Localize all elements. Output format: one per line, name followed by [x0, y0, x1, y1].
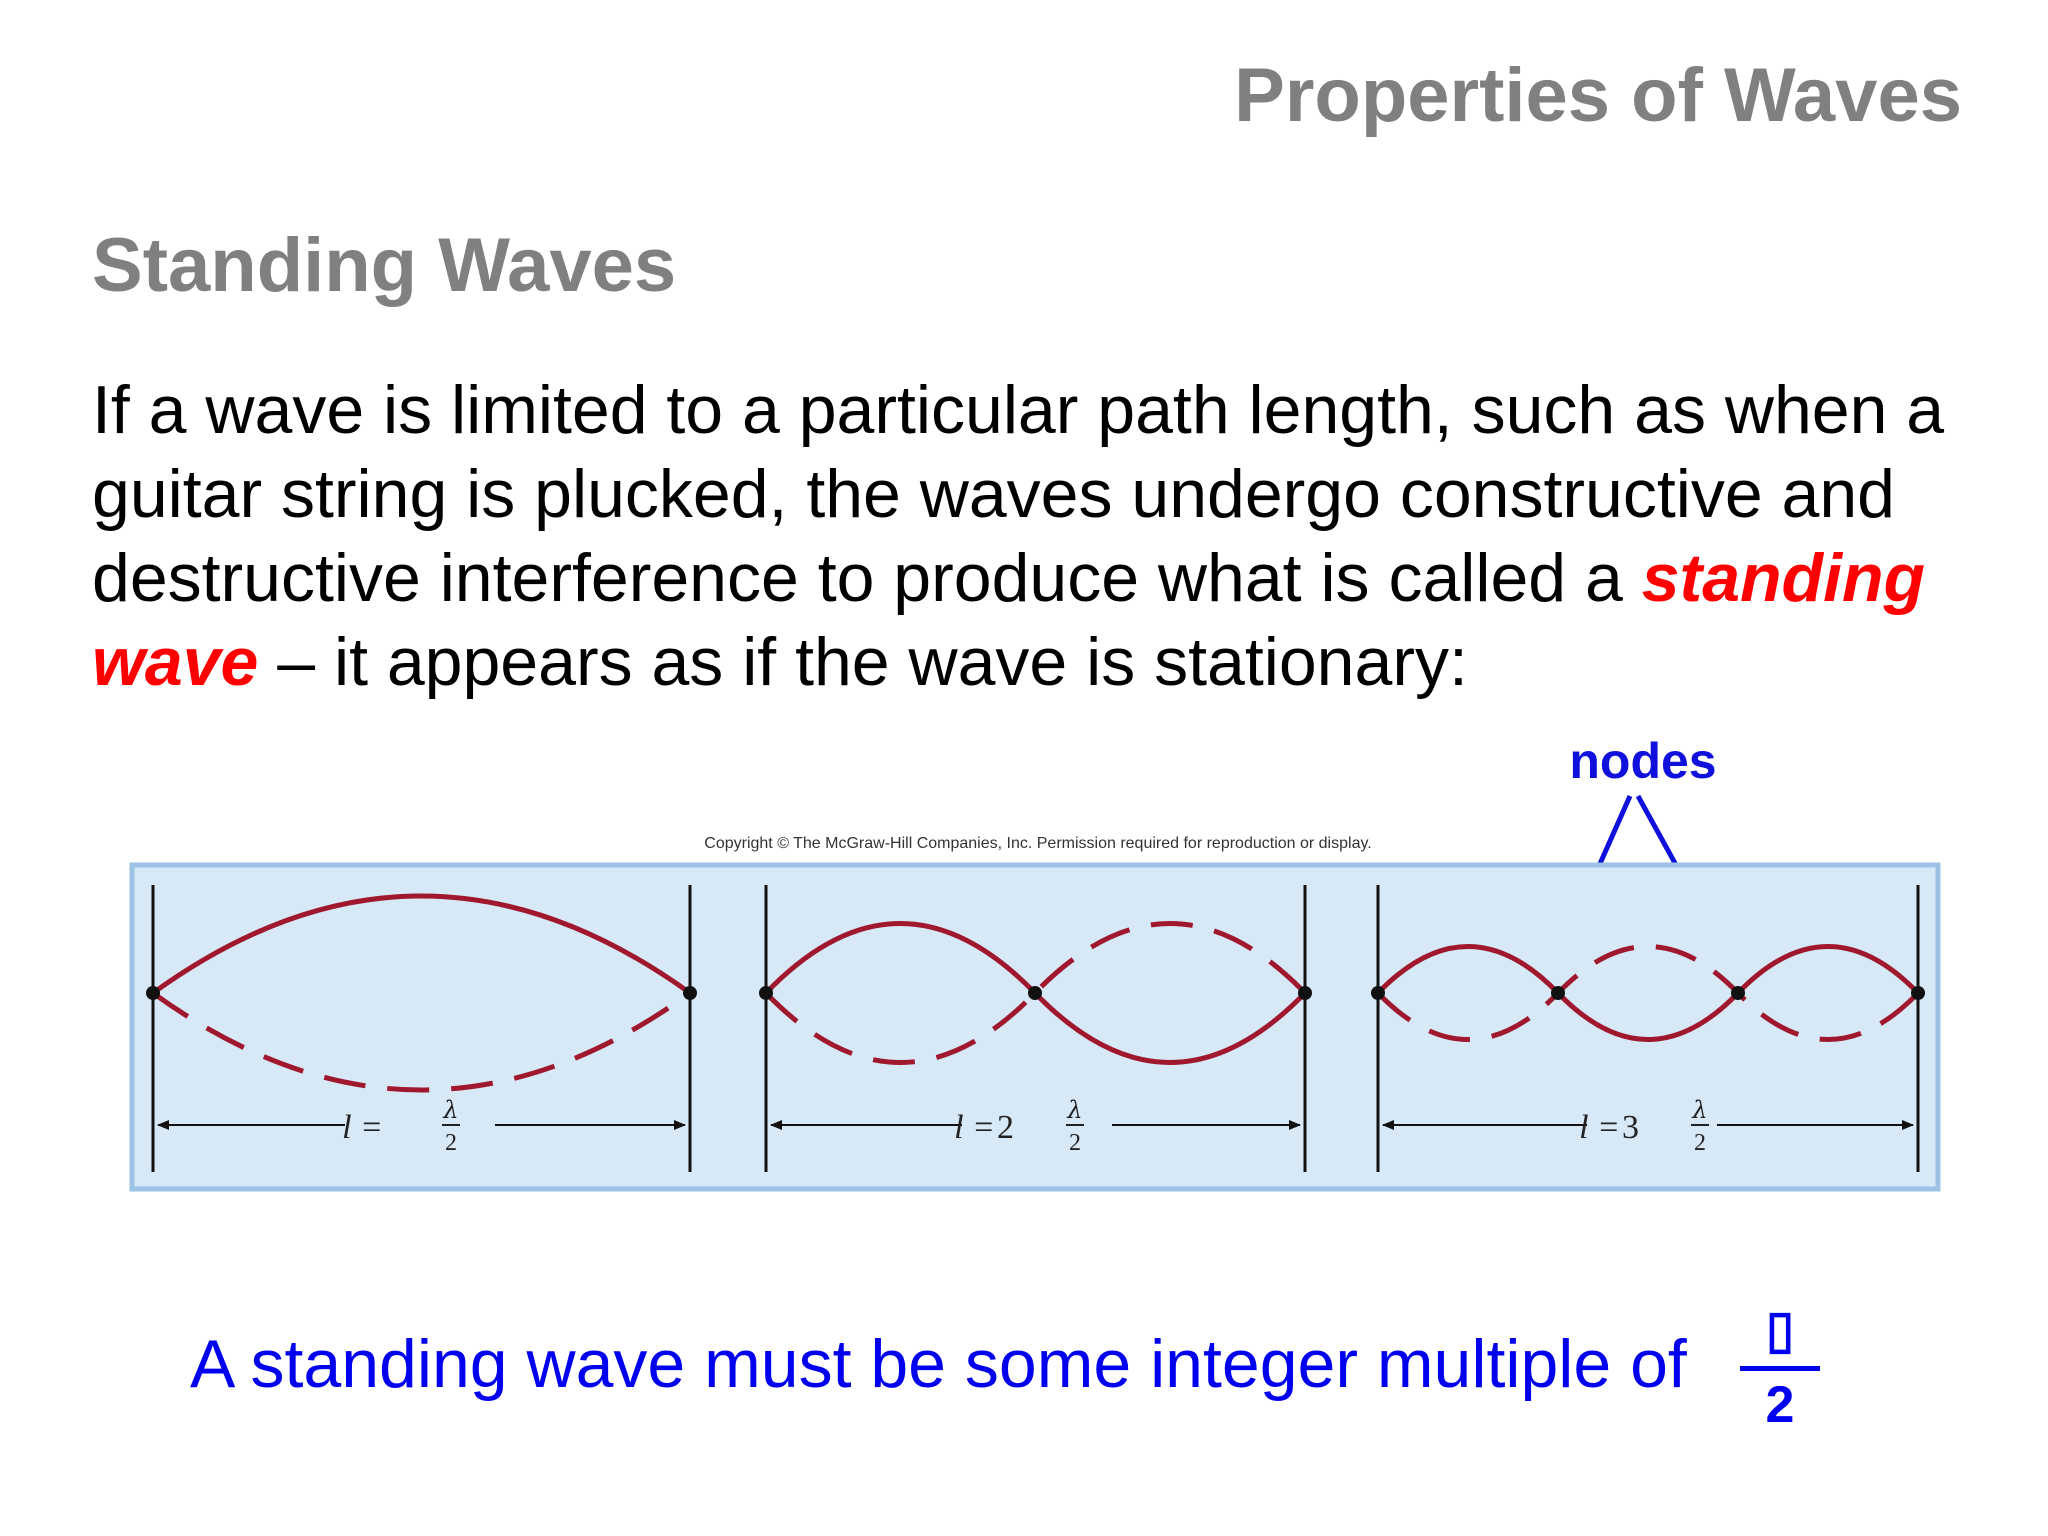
- node-dot: [1731, 986, 1745, 1000]
- half-wavelength-fraction: ▯ 2: [1740, 1300, 1820, 1435]
- node-dot: [683, 986, 697, 1000]
- length-fraction-den: 2: [1694, 1130, 1706, 1156]
- length-label-prefix: l =: [1579, 1109, 1620, 1146]
- body-paragraph: If a wave is limited to a particular pat…: [92, 368, 1992, 704]
- panel-fundamental: l = λ 2: [146, 885, 697, 1172]
- panel-third-harmonic: l = 3 λ 2: [1371, 885, 1925, 1172]
- length-fraction-num: λ: [1691, 1096, 1707, 1124]
- diagram-panel: [129, 862, 1941, 1192]
- node-dot: [1028, 986, 1042, 1000]
- copyright-notice: Copyright © The McGraw-Hill Companies, I…: [704, 835, 1371, 852]
- wave-dashed: [1376, 944, 1920, 1042]
- node-dot: [1298, 986, 1312, 1000]
- wave-solid: [1376, 944, 1920, 1042]
- fraction-denominator: 2: [1765, 1376, 1795, 1434]
- deck-title: Properties of Waves: [1234, 53, 1962, 138]
- length-label-prefix: l =: [954, 1109, 995, 1146]
- length-fraction-num: λ: [1066, 1096, 1082, 1124]
- wave-solid: [151, 893, 692, 996]
- body-text-start: If a wave is limited to a particular pat…: [92, 372, 1945, 616]
- nodes-label: nodes: [1569, 733, 1716, 789]
- length-label-prefix: l =: [342, 1109, 383, 1146]
- length-fraction-num: λ: [442, 1096, 458, 1124]
- wave-dashed: [764, 921, 1307, 1065]
- node-dot: [1371, 986, 1385, 1000]
- length-label-multiple: 3: [1622, 1109, 1639, 1146]
- standing-wave-term: standing wave: [92, 540, 1926, 700]
- length-fraction-den: 2: [445, 1130, 457, 1156]
- fraction-numerator: ▯: [1765, 1301, 1795, 1359]
- node-dot: [146, 986, 160, 1000]
- node-dot: [1551, 986, 1565, 1000]
- node-dot: [759, 986, 773, 1000]
- length-label-multiple: 2: [997, 1109, 1014, 1146]
- body-text-end: – it appears as if the wave is stationar…: [258, 624, 1468, 700]
- length-fraction-den: 2: [1069, 1130, 1081, 1156]
- fraction-bar: [1740, 1366, 1820, 1371]
- panel-second-harmonic: l = 2 λ 2: [759, 885, 1312, 1172]
- wave-dashed: [151, 990, 692, 1093]
- summary-text: A standing wave must be some integer mul…: [190, 1326, 1687, 1402]
- section-title: Standing Waves: [92, 223, 677, 308]
- standing-wave-figure: nodes Copyright © The McGraw-Hill Compan…: [129, 733, 1941, 1192]
- node-dot: [1911, 986, 1925, 1000]
